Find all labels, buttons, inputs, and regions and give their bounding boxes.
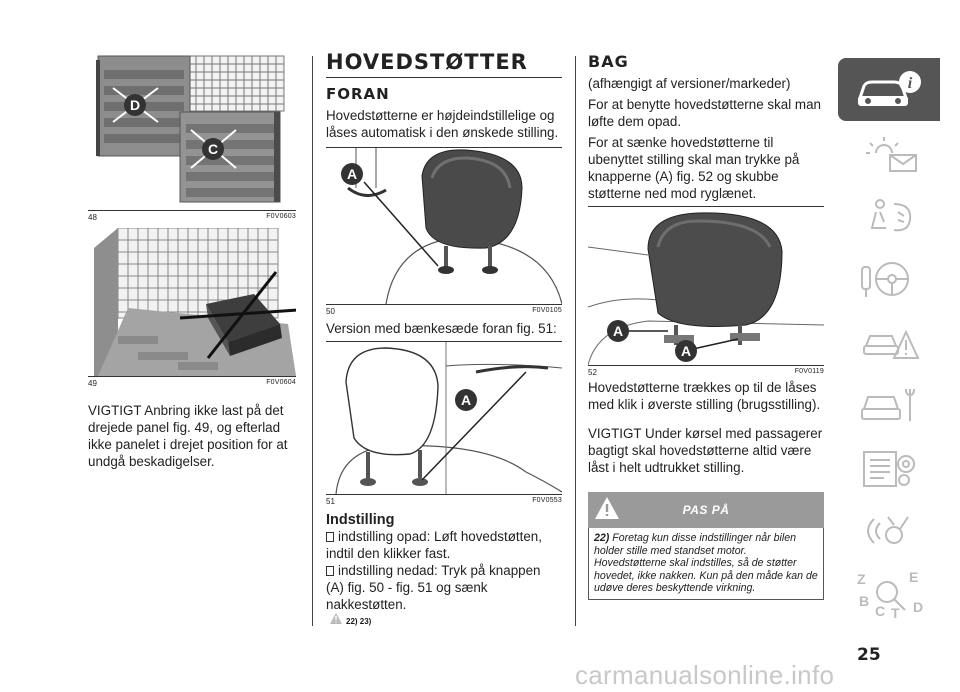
column-divider xyxy=(575,56,576,626)
figure-code: F0V0105 xyxy=(532,307,562,314)
figure-code: F0V0553 xyxy=(532,497,562,504)
bullet-item: indstilling nedad: Tryk på knappen (A) f… xyxy=(326,563,541,612)
figure-number: 48 xyxy=(88,213,97,222)
label-a: A xyxy=(681,343,691,359)
page-number: 25 xyxy=(857,645,881,665)
figure-52: A A xyxy=(588,206,824,366)
watermark: carmanualsonline.info xyxy=(575,660,835,690)
figure-49 xyxy=(88,228,296,377)
maintenance-icon xyxy=(861,388,915,421)
warning-header: PAS PÅ xyxy=(588,492,824,528)
paragraph-lower: For at sænke hovedstøtterne til ubenytte… xyxy=(588,135,800,201)
figure-48-caption: 48 F0V0603 xyxy=(88,211,296,222)
section-title-rear: BAG xyxy=(588,52,629,71)
svg-text:T: T xyxy=(891,605,900,620)
chapter-tab-maintenance[interactable] xyxy=(838,373,940,436)
chapter-sidebar: i xyxy=(838,58,940,625)
technical-data-icon xyxy=(863,450,915,487)
figure-number: 52 xyxy=(588,368,597,377)
svg-text:E: E xyxy=(909,569,918,585)
label-a: A xyxy=(613,323,623,339)
figure-49-caption: 49 F0V0604 xyxy=(88,377,296,388)
warning-references: 22) 23) xyxy=(326,613,562,626)
figure-50-illustration: A xyxy=(326,148,562,304)
chapter-tab-safety[interactable] xyxy=(838,184,940,247)
checkbox-icon xyxy=(326,532,334,542)
label-c: C xyxy=(208,141,218,157)
warning-triangle-icon xyxy=(595,497,619,519)
index-icon: Z E B C T D xyxy=(857,569,923,620)
version-text: Version med bænkesæde foran fig. 51: xyxy=(326,321,557,336)
paragraph-raise: For at benytte hovedstøtterne skal man l… xyxy=(588,97,821,129)
middle-column: HOVEDSTØTTER FORAN Hovedstøtterne er høj… xyxy=(326,50,562,626)
figure-number: 49 xyxy=(88,379,97,388)
section-title-front: FORAN xyxy=(326,85,390,103)
label-a: A xyxy=(461,392,471,408)
intro-text: Hovedstøtterne er højdeindstillelige og … xyxy=(326,108,559,140)
chapter-tab-multimedia[interactable] xyxy=(838,499,940,562)
car-info-icon: i xyxy=(857,70,921,106)
warning-body: 22) Foretag kun disse indstillinger når … xyxy=(588,528,824,600)
figure-52-illustration: A A xyxy=(588,207,824,365)
bullet-item: indstilling opad: Løft hovedstøtten, ind… xyxy=(326,529,542,561)
paragraph-important: VIGTIGT Under kørsel med passagerer bagt… xyxy=(588,426,823,475)
svg-text:B: B xyxy=(859,593,869,609)
svg-text:Z: Z xyxy=(857,571,866,587)
page-title: HOVEDSTØTTER xyxy=(326,50,562,78)
chapter-tab-starting[interactable] xyxy=(838,247,940,310)
steering-key-icon xyxy=(861,261,909,297)
adjust-heading: Indstilling xyxy=(326,512,395,528)
figure-48: D C xyxy=(88,50,296,211)
dashboard-lights-icon xyxy=(866,136,917,172)
svg-text:i: i xyxy=(908,75,913,92)
version-note: (afhængigt af versioner/markeder) xyxy=(588,76,791,91)
multimedia-icon xyxy=(867,515,909,544)
figure-code: F0V0119 xyxy=(794,368,824,375)
column-divider xyxy=(312,56,313,626)
emergency-icon xyxy=(863,329,920,359)
figure-48-illustration: D C xyxy=(88,50,296,210)
figure-50: A xyxy=(326,147,562,305)
warning-text: Foretag kun disse indstillinger når bile… xyxy=(594,532,818,595)
figure-52-caption: 52 F0V0119 xyxy=(588,366,824,377)
paragraph-click: Hovedstøtterne trækkes op til de låses m… xyxy=(588,380,821,412)
figure-number: 51 xyxy=(326,497,335,506)
checkbox-icon xyxy=(326,566,334,576)
label-a: A xyxy=(347,166,357,182)
warning-triangle-icon xyxy=(330,613,342,624)
label-d: D xyxy=(130,97,140,113)
figure-50-caption: 50 F0V0105 xyxy=(326,305,562,316)
figure-51: A xyxy=(326,341,562,495)
warning-text: VIGTIGT Anbring ikke last på det drejede… xyxy=(88,403,288,469)
chapter-tab-index[interactable]: Z E B C T D xyxy=(838,562,940,625)
svg-text:D: D xyxy=(913,599,923,615)
figure-51-caption: 51 F0V0553 xyxy=(326,495,562,506)
chapter-tab-technical-data[interactable] xyxy=(838,436,940,499)
warning-number: 22) xyxy=(594,532,610,544)
chapter-tab-car-info[interactable]: i xyxy=(838,58,940,121)
chapter-tab-dashboard[interactable] xyxy=(838,121,940,184)
svg-text:C: C xyxy=(875,603,885,619)
warning-title: PAS PÅ xyxy=(682,503,730,517)
figure-code: F0V0604 xyxy=(266,379,296,386)
right-column: BAG (afhængigt af versioner/markeder) Fo… xyxy=(588,50,824,600)
safety-airbag-icon xyxy=(870,198,912,231)
figure-code: F0V0603 xyxy=(266,213,296,220)
figure-49-illustration xyxy=(88,228,296,376)
chapter-tab-emergency[interactable] xyxy=(838,310,940,373)
left-column: D C 48 F0V0603 xyxy=(88,50,296,470)
figure-number: 50 xyxy=(326,307,335,316)
figure-51-illustration: A xyxy=(326,342,562,494)
